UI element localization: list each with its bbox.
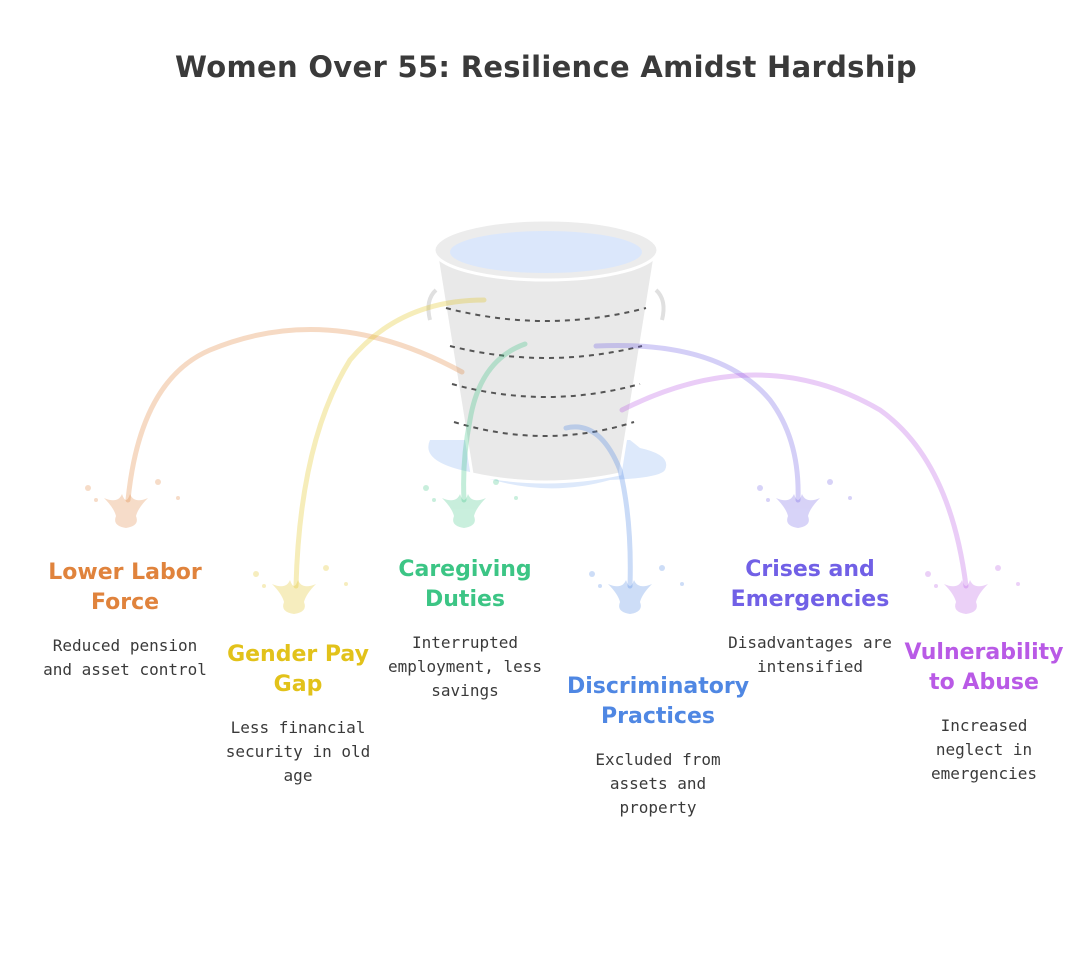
leak-discriminatory: Discriminatory Practices Excluded from a… — [548, 672, 768, 820]
water-splash-icon — [925, 565, 1020, 614]
splash-group — [85, 479, 1020, 614]
water-splash-icon — [85, 479, 180, 528]
leak-description: Reduced pension and asset control — [43, 636, 207, 679]
leak-crises: Crises and Emergencies Disadvantages are… — [718, 555, 902, 679]
leak-title: Lower Labor Force — [48, 560, 202, 615]
leak-caregiving: Caregiving Duties Interrupted employment… — [385, 555, 545, 703]
leak-description: Disadvantages are intensified — [728, 633, 892, 676]
leak-description: Interrupted employment, less savings — [387, 633, 543, 700]
water-splash-icon — [423, 479, 518, 528]
leak-pay-gap: Gender Pay Gap Less financial security i… — [218, 640, 378, 788]
leak-stream-abuse — [619, 372, 969, 589]
leak-abuse: Vulnerability to Abuse Increased neglect… — [892, 638, 1076, 786]
leaking-bucket-icon — [426, 218, 666, 484]
leak-title: Gender Pay Gap — [227, 642, 369, 697]
leak-lower-labor: Lower Labor Force Reduced pension and as… — [40, 558, 210, 682]
leak-title: Crises and Emergencies — [730, 557, 890, 612]
leak-streams — [125, 297, 969, 589]
leak-description: Less financial security in old age — [225, 718, 371, 785]
water-splash-icon — [253, 565, 348, 614]
leak-title: Caregiving Duties — [398, 557, 532, 612]
leak-stream-caregiving — [461, 341, 528, 503]
leak-description: Increased neglect in emergencies — [931, 716, 1037, 783]
leak-stream-lower-labor — [125, 327, 465, 503]
leak-title: Discriminatory Practices — [566, 674, 750, 729]
water-splash-icon — [757, 479, 852, 528]
leak-description: Excluded from assets and property — [595, 750, 721, 817]
leak-title: Vulnerability to Abuse — [904, 640, 1064, 695]
water-splash-icon — [589, 565, 684, 614]
page-title: Women Over 55: Resilience Amidst Hardshi… — [175, 50, 917, 84]
leak-stream-pay-gap — [293, 297, 487, 589]
leak-stream-discriminatory — [563, 424, 633, 589]
leak-stream-crises — [593, 342, 801, 503]
